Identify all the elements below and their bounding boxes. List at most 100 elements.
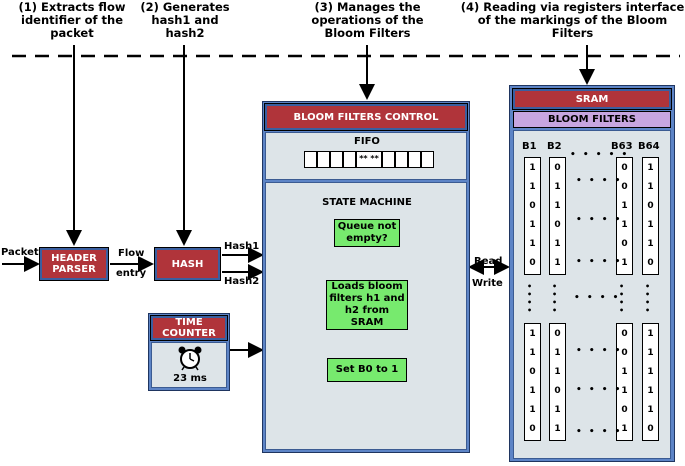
alarm-clock-icon bbox=[178, 346, 202, 371]
vertical-ellipsis: •••• bbox=[552, 282, 558, 315]
bit: 0 bbox=[529, 258, 536, 268]
header-parser-block: HEADER PARSER bbox=[39, 247, 109, 281]
ellipsis: • • • • bbox=[574, 293, 621, 303]
bit: 1 bbox=[621, 367, 628, 377]
bit: 1 bbox=[554, 182, 561, 192]
bit: 0 bbox=[647, 258, 654, 268]
hash-block: HASH bbox=[154, 247, 221, 281]
vertical-ellipsis: •••• bbox=[619, 282, 625, 315]
bloom-control-title: BLOOM FILTERS CONTROL bbox=[264, 103, 468, 131]
sram-title: SRAM bbox=[512, 88, 672, 110]
fifo-cell bbox=[382, 151, 395, 168]
bit: 0 bbox=[529, 424, 536, 434]
fifo-panel: FIFO ** ** bbox=[265, 132, 467, 180]
bloom-filters-panel: B1 B2 B63 B64 1 1 0 1 1 0 0 1 1 0 1 1 0 … bbox=[513, 130, 671, 459]
bit: 1 bbox=[529, 182, 536, 192]
bit: 0 bbox=[647, 424, 654, 434]
fifo-cell bbox=[408, 151, 421, 168]
queue-not-empty-node: Queue not empty? bbox=[334, 219, 400, 247]
ellipsis: • • • • bbox=[576, 215, 623, 225]
col-b64-bottom: 1 1 1 1 1 0 bbox=[642, 323, 659, 441]
write-label: Write bbox=[472, 278, 503, 289]
bit: 1 bbox=[621, 424, 628, 434]
step-4-label: (4) Reading via registers interface of t… bbox=[460, 0, 685, 40]
col-b64-top: 1 1 0 1 1 0 bbox=[642, 157, 659, 275]
bit: 0 bbox=[529, 201, 536, 211]
bit: 1 bbox=[621, 258, 628, 268]
bit: 1 bbox=[529, 329, 536, 339]
bit: 0 bbox=[529, 367, 536, 377]
bit: 1 bbox=[554, 367, 561, 377]
time-counter-title: TIME COUNTER bbox=[150, 315, 228, 341]
flow-label: Flow bbox=[118, 248, 145, 259]
vertical-ellipsis: •••• bbox=[527, 282, 533, 315]
bit: 1 bbox=[529, 163, 536, 173]
packet-label: Packet bbox=[1, 247, 39, 258]
ellipsis: • • • • • bbox=[570, 150, 630, 160]
col-b1-top: 1 1 0 1 1 0 bbox=[524, 157, 541, 275]
hash1-label: Hash1 bbox=[224, 241, 260, 252]
bit: 1 bbox=[647, 163, 654, 173]
col-b1-header: B1 bbox=[522, 141, 537, 152]
bit: 0 bbox=[647, 201, 654, 211]
bit: 1 bbox=[621, 201, 628, 211]
fifo-label: FIFO bbox=[354, 136, 380, 147]
ellipsis: • • • • bbox=[576, 176, 623, 186]
col-b1-bottom: 1 1 0 1 1 0 bbox=[524, 323, 541, 441]
bit: 1 bbox=[647, 329, 654, 339]
bit: 1 bbox=[647, 405, 654, 415]
bloom-filters-control: BLOOM FILTERS CONTROL FIFO ** ** STATE M… bbox=[262, 101, 470, 453]
bit: 1 bbox=[554, 239, 561, 249]
bit: 1 bbox=[554, 424, 561, 434]
time-value: 23 ms bbox=[173, 373, 207, 384]
bit: 0 bbox=[621, 405, 628, 415]
bit: 1 bbox=[554, 258, 561, 268]
col-b64-header: B64 bbox=[638, 141, 660, 152]
bit: 0 bbox=[621, 182, 628, 192]
loads-bloom-filters-node: Loads bloom filters h1 and h2 from SRAM bbox=[326, 280, 408, 330]
step-2-label: (2) Generates hash1 and hash2 bbox=[140, 0, 230, 40]
fifo-cell bbox=[395, 151, 408, 168]
fifo-cell bbox=[304, 151, 317, 168]
fifo-cell bbox=[421, 151, 434, 168]
bit: 0 bbox=[621, 348, 628, 358]
col-b63-top: 0 0 1 1 0 1 bbox=[616, 157, 633, 275]
vertical-ellipsis: •••• bbox=[645, 282, 651, 315]
col-b2-top: 0 1 1 0 1 1 bbox=[549, 157, 566, 275]
col-b63-bottom: 0 0 1 1 0 1 bbox=[616, 323, 633, 441]
step-1-label: (1) Extracts flow identifier of the pack… bbox=[18, 0, 126, 40]
bit: 1 bbox=[647, 348, 654, 358]
ellipsis: • • • • bbox=[576, 257, 623, 267]
bit: 1 bbox=[647, 386, 654, 396]
bit: 0 bbox=[554, 329, 561, 339]
bit: 0 bbox=[554, 386, 561, 396]
read-label: Read bbox=[474, 256, 503, 267]
col-b2-header: B2 bbox=[547, 141, 562, 152]
sram: SRAM BLOOM FILTERS B1 B2 B63 B64 1 1 0 1… bbox=[509, 85, 675, 462]
col-b63-header: B63 bbox=[611, 141, 633, 152]
ellipsis: • • • • bbox=[576, 385, 623, 395]
bit: 1 bbox=[647, 220, 654, 230]
bit: 1 bbox=[529, 220, 536, 230]
bit: 0 bbox=[621, 163, 628, 173]
bit: 0 bbox=[554, 163, 561, 173]
fifo-cell bbox=[317, 151, 330, 168]
time-counter-body: 23 ms bbox=[151, 342, 227, 388]
bit: 1 bbox=[621, 220, 628, 230]
bit: 0 bbox=[621, 239, 628, 249]
bit: 0 bbox=[621, 329, 628, 339]
fifo-cell-marked: ** ** bbox=[356, 151, 382, 168]
bit: 1 bbox=[554, 201, 561, 211]
step-3-label: (3) Manages the operations of the Bloom … bbox=[311, 0, 424, 40]
bit: 1 bbox=[529, 405, 536, 415]
bit: 0 bbox=[554, 220, 561, 230]
fifo-marks: ** ** bbox=[359, 154, 379, 163]
bit: 1 bbox=[529, 239, 536, 249]
bit: 1 bbox=[621, 386, 628, 396]
bit: 1 bbox=[647, 182, 654, 192]
time-counter: TIME COUNTER 23 ms bbox=[148, 313, 230, 391]
fifo-cell bbox=[343, 151, 356, 168]
bloom-filters-title: BLOOM FILTERS bbox=[513, 111, 671, 128]
bit: 1 bbox=[554, 405, 561, 415]
ellipsis: • • • • bbox=[576, 346, 623, 356]
